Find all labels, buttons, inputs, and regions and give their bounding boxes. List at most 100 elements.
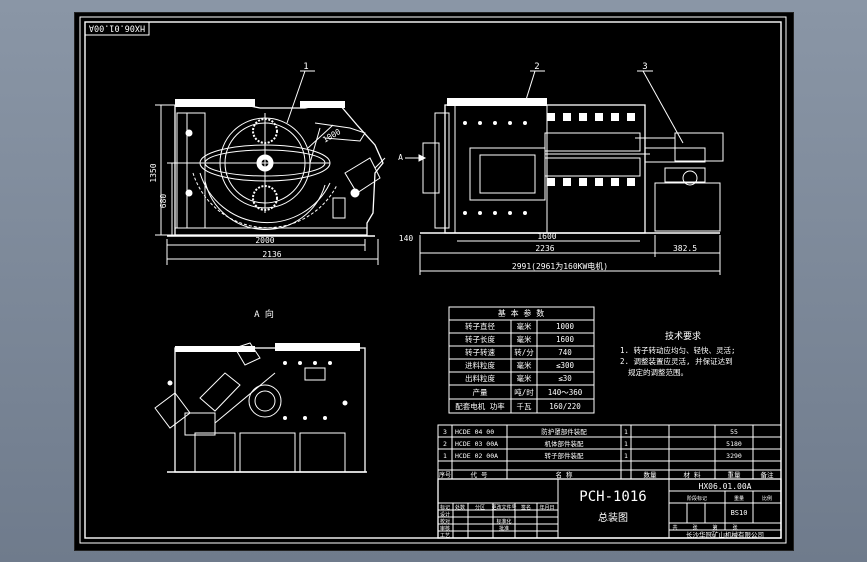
dim-side-140: 140 (399, 234, 414, 243)
bom-cell: 5180 (726, 440, 742, 448)
bom-header: 序号 (439, 471, 451, 479)
bom-cell: HCDE 02 00A (455, 452, 498, 460)
params-title: 基 本 参 数 (498, 308, 544, 318)
title-block-labels: 标记 处数 分区 更改文件号 签名 年月日 设计 校对 审核 工艺 标准化 批准… (440, 495, 772, 539)
drawing-number: HX06.01.00A (699, 482, 752, 491)
bom-rows: 3 HCDE 04 00 防护罩部件装配 1 55 2 HCDE 03 00A … (439, 427, 774, 479)
bom-header: 代 号 (471, 470, 488, 479)
param-cell: 毫米 (517, 373, 532, 383)
param-cell: 转/分 (514, 347, 534, 357)
tb-label: 标记 (440, 504, 450, 511)
bom-cell: 3 (443, 428, 447, 436)
dim-side-2236: 2236 (535, 244, 554, 253)
bom-cell: 2 (443, 440, 447, 448)
balloon-3: 3 (642, 62, 647, 72)
param-cell: ≤30 (558, 374, 572, 383)
balloon-1: 1 (303, 62, 308, 72)
bom-cell: 55 (730, 428, 738, 436)
tb-role: 批准 (499, 525, 509, 532)
drawing-scale: BS10 (731, 509, 748, 517)
tech-notes-title: 技术要求 (665, 330, 701, 342)
dim-side-382: 382.5 (673, 244, 697, 253)
param-cell: 转子转速 (465, 347, 495, 357)
tb-label: 签名 (521, 504, 531, 511)
company-name: 长沙华冠矿山机械有限公司 (686, 530, 764, 539)
param-cell: 千瓦 (517, 401, 532, 411)
params-rows: 转子直径 毫米 1000 转子长度 毫米 1600 转子转速 转/分 740 进… (455, 321, 583, 411)
bom-header: 备注 (761, 470, 775, 479)
tech-note-line: 1. 转子转动应均匀、轻快、灵活; (620, 345, 736, 355)
param-cell: 转子长度 (465, 334, 495, 344)
front-view (155, 70, 386, 265)
tb-label: 更改文件号 (491, 504, 516, 511)
tb-right-label: 张 (692, 524, 697, 531)
side-view (405, 70, 724, 275)
param-cell: 140～360 (548, 388, 583, 397)
tb-right-label: 阶段标记 (687, 495, 707, 502)
bom-header: 重量 (728, 471, 742, 479)
drawing-canvas: HX06.01.00A (79, 16, 787, 544)
bom-cell: 机体部件装配 (545, 439, 585, 448)
bom-cell: HCDE 03 00A (455, 440, 498, 448)
bom-cell: 3290 (726, 452, 742, 460)
param-cell: 产量 (473, 387, 488, 397)
drawing-title: PCH-1016 (579, 489, 646, 505)
inner-frame (84, 21, 782, 539)
tech-note-line: 2. 调整装置应灵活, 并保证达到 (620, 356, 733, 366)
bom-table (437, 424, 782, 480)
tb-label: 分区 (475, 504, 485, 511)
tb-right-label: 重量 (734, 495, 744, 502)
bom-header: 材 料 (684, 470, 701, 479)
param-cell: 进料粒度 (465, 360, 495, 370)
tb-right-label: 第 (712, 524, 717, 531)
param-cell: 毫米 (517, 360, 532, 370)
bom-header: 数量 (644, 470, 658, 479)
tech-note-line: 规定的调整范围。 (628, 367, 688, 377)
bom-cell: 1 (624, 428, 628, 436)
title-block (437, 478, 782, 539)
balloon-2: 2 (534, 62, 539, 72)
bom-cell: 1 (624, 452, 628, 460)
param-cell: 740 (558, 348, 572, 357)
dim-front-height: 1350 (149, 163, 158, 182)
cad-viewport[interactable]: HX06.01.00A (74, 12, 794, 551)
tb-role: 设计 (440, 511, 450, 518)
params-table (448, 306, 595, 414)
bom-header: 名 称 (556, 470, 573, 479)
tb-role: 审核 (440, 525, 450, 532)
param-cell: 配套电机 功率 (455, 401, 505, 411)
tb-right-label: 张 (732, 524, 737, 531)
dim-front-width-inner: 2000 (255, 236, 274, 245)
param-cell: 1600 (556, 335, 575, 344)
bom-cell: 转子部件装配 (545, 451, 585, 460)
corner-code: HX06.01.00A (89, 23, 145, 33)
bom-cell: HCDE 04 00 (455, 428, 494, 436)
dim-side-total: 2991(2961为160KW电机) (512, 261, 608, 271)
param-cell: ≤300 (556, 361, 575, 370)
tb-role: 校对 (440, 518, 450, 525)
dim-front-low: 680 (159, 194, 168, 209)
view-a (154, 342, 367, 473)
dim-front-width-outer: 2136 (262, 250, 281, 259)
param-cell: 转子直径 (465, 321, 495, 331)
tb-role: 标准化 (496, 518, 511, 525)
bom-cell: 防护罩部件装配 (541, 427, 587, 436)
tb-label: 处数 (455, 504, 465, 511)
param-cell: 出料粒度 (465, 373, 495, 383)
dim-front-diag: 1000 (321, 127, 342, 145)
tb-right-label: 比例 (762, 495, 772, 502)
arrow-a-label: A (398, 153, 403, 162)
dim-side-1600: 1600 (537, 232, 556, 241)
tb-label: 年月日 (539, 504, 554, 511)
bom-cell: 1 (443, 452, 447, 460)
tb-role: 工艺 (440, 533, 450, 539)
view-a-label: A 向 (254, 308, 274, 320)
tb-right-label: 共 (672, 524, 677, 531)
param-cell: 吨/时 (514, 387, 534, 397)
param-cell: 毫米 (517, 334, 532, 344)
drawing-subtitle: 总装图 (598, 511, 628, 524)
param-cell: 1000 (556, 322, 575, 331)
outer-frame (79, 16, 787, 544)
param-cell: 160/220 (549, 402, 581, 411)
param-cell: 毫米 (517, 321, 532, 331)
